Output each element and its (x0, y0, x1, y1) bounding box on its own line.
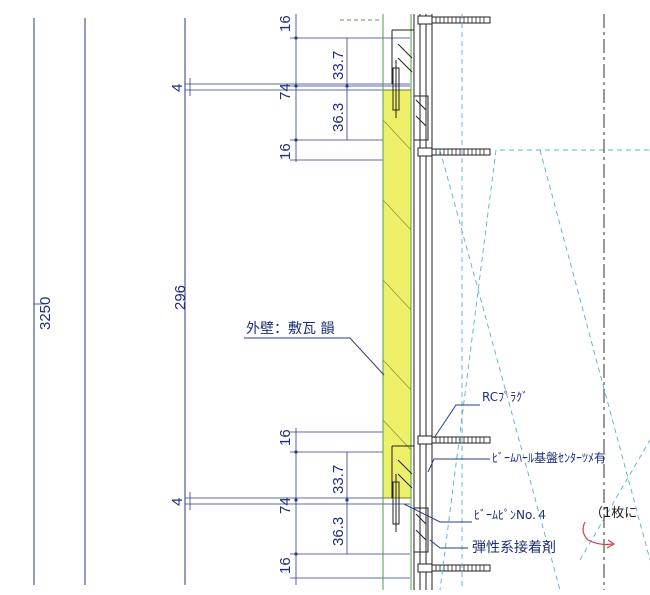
span-dimension: 296 (172, 285, 189, 310)
per-sheet-note: （1枚に (590, 506, 637, 521)
tile-strip (382, 89, 412, 499)
beam-rail-label: ﾋﾞｰﾑﾊｰﾙ基盤ｾﾝﾀｰﾂﾒ有 (492, 451, 606, 465)
top-lower-36-3: 36.3 (330, 103, 347, 132)
beam-pin-label: ﾋﾞｰﾑﾋﾟﾝNo.４ (474, 508, 548, 522)
construction-lines (439, 14, 650, 591)
bottom-upper-33-7: 33.7 (330, 465, 347, 494)
bottom-total-74: 74 (277, 497, 294, 514)
bottom-lower-36-3: 36.3 (330, 517, 347, 546)
bottom-gap-top-16: 16 (277, 429, 294, 446)
anchor-screw-icon (417, 15, 491, 573)
top-upper-33-7: 33.7 (330, 51, 347, 80)
beam-pin-icon (392, 60, 400, 532)
overall-height-dimension: 3250 (37, 297, 54, 330)
green-guide-lines (340, 14, 412, 590)
wall-label: 外壁：敷瓦 韻 (246, 321, 334, 337)
bottom-dimension-group (185, 428, 410, 585)
top-offset-4: 4 (169, 84, 186, 92)
top-bottom-gap-16: 16 (277, 143, 294, 160)
top-gap-16: 16 (277, 15, 294, 32)
top-dimension-group (185, 14, 410, 162)
bottom-offset-4: 4 (169, 498, 186, 506)
backing-wall (391, 14, 433, 590)
adhesive-label: 弾性系接着剤 (472, 539, 556, 556)
bottom-gap-bottom-16: 16 (277, 557, 294, 574)
top-total-74: 74 (277, 83, 294, 100)
rc-plug-label: RCﾌﾟﾗｸﾞ (482, 390, 528, 404)
leader-lines (244, 337, 616, 549)
left-guide-lines (33, 18, 186, 585)
